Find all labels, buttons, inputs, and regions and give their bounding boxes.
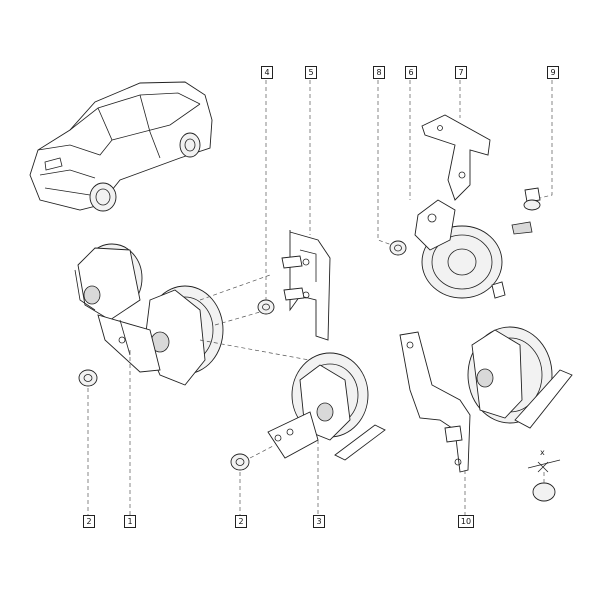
- callout-8: 8: [373, 66, 385, 79]
- callout-10: 10: [458, 515, 474, 528]
- horn-assembly-pair: [74, 243, 271, 515]
- nut-center: [230, 444, 276, 515]
- nut-8: [377, 80, 407, 256]
- car-illustration: [29, 81, 213, 212]
- bracket-5: [289, 80, 331, 341]
- bolt-9: [511, 80, 553, 235]
- bracket-7: [421, 80, 491, 201]
- horn-10: [399, 326, 573, 515]
- callout-7: 7: [455, 66, 467, 79]
- callout-4: 4: [261, 66, 273, 79]
- nut-left: [78, 369, 98, 515]
- callout-9: 9: [547, 66, 559, 79]
- torque-symbol: [527, 459, 561, 502]
- callout-2-left: 2: [83, 515, 95, 528]
- callout-2-center: 2: [235, 515, 247, 528]
- stud-bolts-4: [199, 80, 321, 363]
- callout-1: 1: [124, 515, 136, 528]
- horn-3: [267, 352, 386, 515]
- callout-3: 3: [313, 515, 325, 528]
- callout-6: 6: [405, 66, 417, 79]
- torque-label: x: [540, 448, 545, 457]
- callout-5: 5: [305, 66, 317, 79]
- horn-6: [409, 80, 506, 299]
